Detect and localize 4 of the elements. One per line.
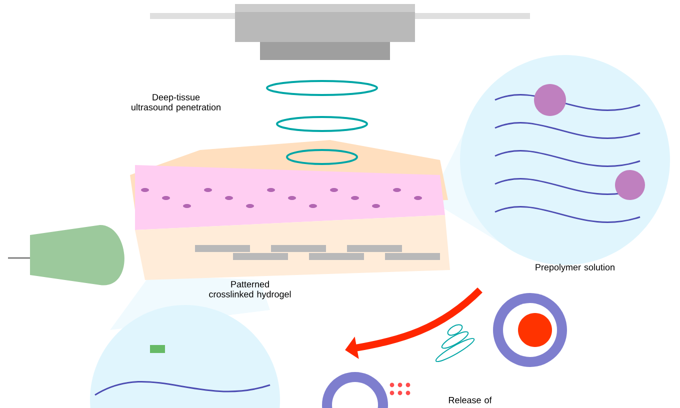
text-label: Patterned crosslinked hydrogel xyxy=(209,280,291,300)
text-label: Release of xyxy=(448,396,492,404)
text-label: Deep-tissue ultrasound penetration xyxy=(132,94,220,112)
text-label: Prepolymer solution xyxy=(536,264,614,272)
